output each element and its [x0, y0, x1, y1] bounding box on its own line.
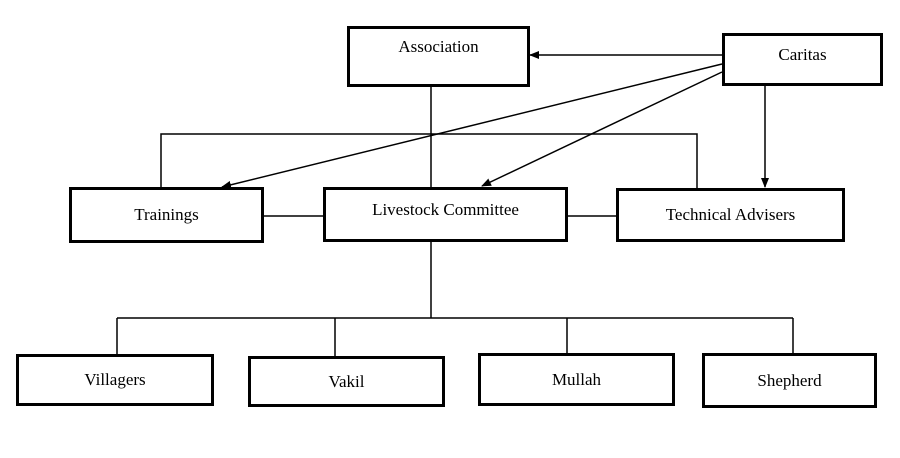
arrow-caritas-livestock	[481, 71, 723, 187]
arrow-caritas-trainings	[221, 63, 723, 189]
node-caritas: Caritas	[722, 33, 883, 86]
node-vakil: Vakil	[248, 356, 445, 407]
node-livestock-committee: Livestock Committee	[323, 187, 568, 242]
node-villagers: Villagers	[16, 354, 214, 406]
node-shepherd: Shepherd	[702, 353, 877, 408]
node-technical-advisers: Technical Advisers	[616, 188, 845, 242]
connector-trainings-technical-bracket	[160, 133, 698, 188]
node-mullah: Mullah	[478, 353, 675, 406]
node-association: Association	[347, 26, 530, 87]
node-trainings: Trainings	[69, 187, 264, 243]
